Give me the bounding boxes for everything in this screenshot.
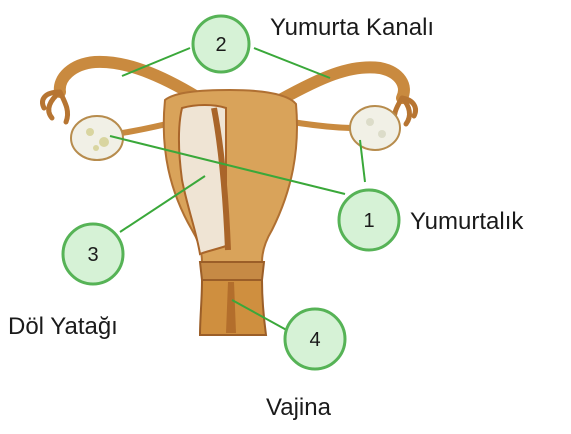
svg-text:2: 2	[215, 34, 226, 56]
left-ovary-follicle	[93, 145, 99, 151]
svg-text:1: 1	[363, 210, 374, 232]
label-oviduct: Yumurta Kanalı	[270, 14, 434, 42]
label-ovary: Yumurtalık	[410, 208, 523, 236]
svg-text:4: 4	[309, 329, 320, 351]
marker-3: 3	[63, 224, 123, 284]
left-ovary-follicle	[86, 128, 94, 136]
left-ovary-follicle	[99, 137, 109, 147]
right-oviduct	[280, 67, 404, 100]
left-fimbriae	[43, 92, 68, 122]
label-vagina: Vajina	[266, 394, 331, 422]
marker-2: 2	[193, 16, 249, 72]
right-ovary-follicle	[378, 130, 386, 138]
right-ovary-follicle	[366, 118, 374, 126]
right-ovary	[350, 106, 400, 150]
svg-text:3: 3	[87, 244, 98, 266]
label-uterus: Döl Yatağı	[8, 313, 118, 341]
marker-1: 1	[339, 190, 399, 250]
leader-line-oviduct-right	[254, 48, 330, 78]
cervix	[200, 262, 264, 280]
right-ovarian-ligament	[292, 122, 355, 128]
marker-4: 4	[285, 309, 345, 369]
